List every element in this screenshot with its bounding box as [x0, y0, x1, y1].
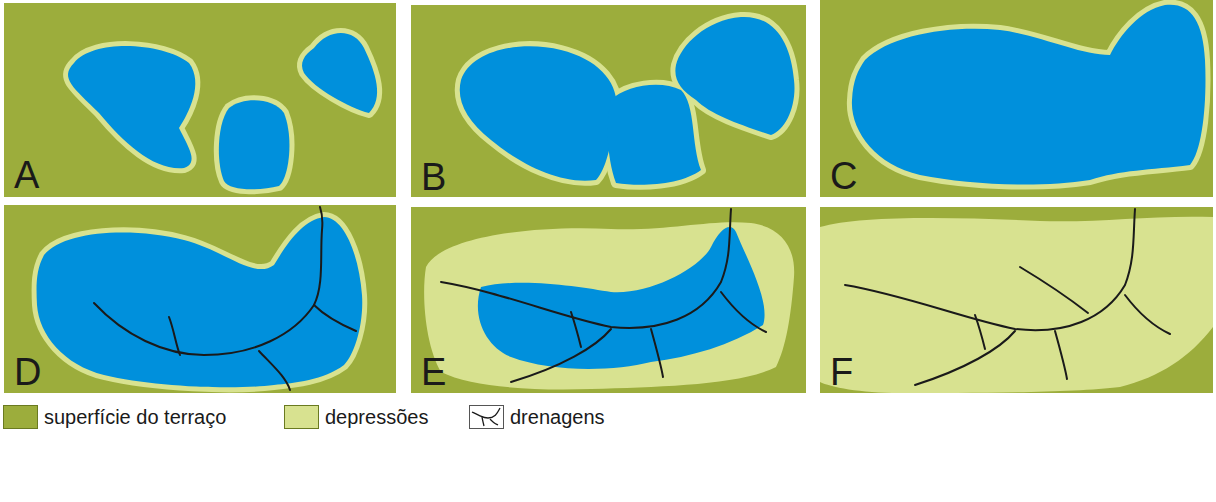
panel-b: [411, 5, 806, 197]
panel-e: [411, 207, 806, 393]
legend-row: drenagens: [469, 405, 605, 429]
drainage-icon: [470, 406, 503, 428]
panel-letter: A: [14, 156, 39, 194]
drainage-stroke: [482, 417, 484, 426]
drainage-symbol: [469, 405, 504, 429]
panel-letter: F: [830, 353, 853, 391]
panel-a: [4, 3, 396, 197]
panel-c: [820, 0, 1213, 197]
panel-d: [4, 205, 396, 393]
legend-row: depressões: [284, 405, 428, 429]
legend-swatch: [3, 405, 38, 429]
drainage-stroke: [472, 408, 500, 418]
drainage-stroke: [490, 419, 498, 425]
panel-letter: D: [14, 353, 41, 391]
panel-f: [820, 207, 1213, 393]
panel-letter: B: [421, 158, 446, 196]
legend-row: superfície do terraço: [3, 405, 226, 429]
legend-text: drenagens: [510, 406, 605, 428]
legend-text: superfície do terraço: [44, 406, 226, 428]
legend-swatch: [284, 405, 319, 429]
panel-letter: E: [421, 353, 446, 391]
panel-letter: C: [830, 157, 857, 195]
legend-text: depressões: [325, 406, 428, 428]
